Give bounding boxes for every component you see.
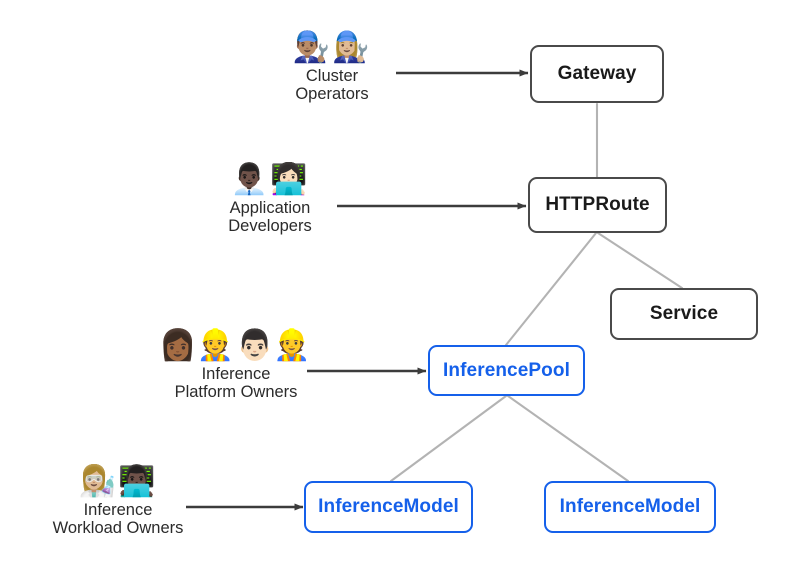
persona-inference-platform-owners: 👩🏾‍👷👨🏻‍👷 Inference Platform Owners: [159, 329, 310, 403]
node-inferencemodel-right[interactable]: InferenceModel: [544, 481, 716, 533]
persona-application-developers-label-line1: Application: [229, 199, 311, 217]
link-inferencepool-inferencemodel-right: [506, 394, 630, 483]
node-inferencemodel-right-label: InferenceModel: [559, 496, 701, 517]
persona-cluster-operators-label-line1: Cluster: [305, 67, 359, 85]
office-worker-technologist-pair-icon: 👨🏿‍💼👩🏻‍💻: [230, 162, 310, 197]
link-inferencepool-inferencemodel-left: [389, 394, 508, 483]
node-httproute[interactable]: HTTPRoute: [528, 177, 667, 233]
node-inferencepool[interactable]: InferencePool: [428, 345, 585, 396]
node-inferencepool-label: InferencePool: [443, 359, 570, 381]
persona-inference-workload-owners-label-line1: Inference: [83, 501, 153, 519]
mechanic-pair-icon: 👨🏽‍🔧👩🏼‍🔧: [292, 30, 372, 65]
link-httproute-inferencepool: [504, 231, 598, 347]
persona-inference-platform-owners-label-line1: Inference: [201, 365, 271, 383]
link-httproute-service: [596, 231, 684, 290]
persona-cluster-operators: 👨🏽‍🔧👩🏼‍🔧 Cluster Operators: [270, 31, 394, 105]
persona-application-developers-label-line2: Developers: [228, 217, 312, 235]
persona-inference-platform-owners-label-line2: Platform Owners: [174, 383, 298, 401]
scientist-technologist-pair-icon: 👩🏼‍🔬👨🏿‍💻: [78, 464, 158, 499]
persona-cluster-operators-label-line2: Operators: [295, 85, 369, 103]
construction-worker-pair-icon: 👩🏾‍👷👨🏻‍👷: [159, 328, 313, 363]
persona-inference-workload-owners: 👩🏼‍🔬👨🏿‍💻 Inference Workload Owners: [43, 465, 193, 539]
node-inferencemodel-left-label: InferenceModel: [318, 496, 459, 517]
node-httproute-label: HTTPRoute: [545, 194, 650, 215]
persona-inference-workload-owners-label-line2: Workload Owners: [52, 519, 184, 537]
node-gateway[interactable]: Gateway: [530, 45, 664, 103]
node-service[interactable]: Service: [610, 288, 758, 340]
node-service-label: Service: [649, 303, 719, 324]
node-gateway-label: Gateway: [557, 63, 637, 84]
persona-application-developers: 👨🏿‍💼👩🏻‍💻 Application Developers: [208, 163, 332, 237]
node-inferencemodel-left[interactable]: InferenceModel: [304, 481, 473, 533]
